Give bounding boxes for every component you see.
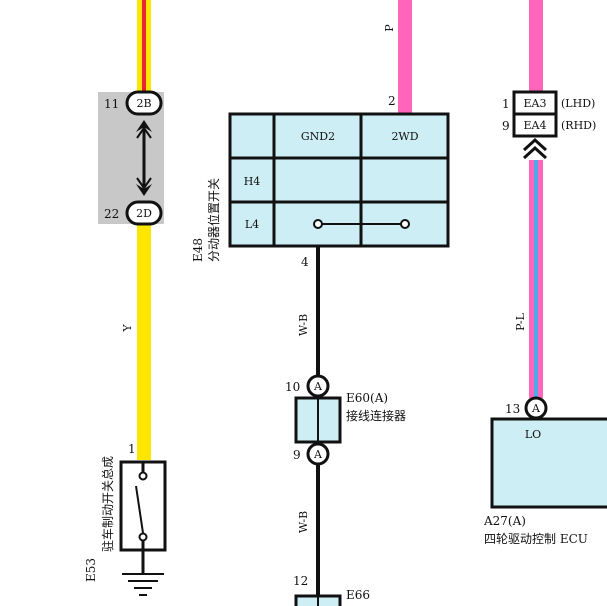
e48-row-h4: H4 bbox=[244, 175, 261, 188]
a27-terminal-letter: A bbox=[531, 402, 541, 415]
e60-terminal-bottom-letter: A bbox=[313, 448, 323, 461]
left-wire-color-label: Y bbox=[121, 324, 134, 333]
e48-pin-bottom: 4 bbox=[301, 255, 309, 269]
e53-name: 驻车制动开关总成 bbox=[100, 456, 115, 552]
top-middle-wire-color: P bbox=[383, 24, 396, 32]
e60-pin-top: 10 bbox=[285, 380, 300, 394]
connector-2d bbox=[125, 200, 163, 226]
e48-name: 分动器位置开关 bbox=[206, 178, 221, 262]
e48-switch: P 2 GND2 2WD H4 L4 E48 分动器位置开关 4 bbox=[191, 0, 450, 269]
yellow-wire-bottom bbox=[137, 224, 151, 460]
ea3-code: EA3 bbox=[524, 97, 547, 110]
ea4-note: (RHD) bbox=[561, 119, 596, 132]
ea4-box bbox=[512, 112, 558, 138]
e48-row-l4: L4 bbox=[245, 218, 259, 231]
right-wire-color-label: P-L bbox=[514, 312, 527, 331]
e60-code: E60(A) bbox=[346, 391, 388, 405]
junction-arrow-down-icon bbox=[136, 184, 152, 196]
ea4-code: EA4 bbox=[524, 119, 547, 132]
a27-box bbox=[490, 417, 607, 509]
connector-2b-pin: 11 bbox=[104, 97, 119, 111]
e60-terminal-top bbox=[306, 374, 330, 398]
connector-2d-pin: 22 bbox=[104, 207, 119, 221]
e48-l4-dot-2wd bbox=[400, 219, 410, 229]
e53-contact-top bbox=[138, 471, 148, 481]
connector-2b-code: 2B bbox=[136, 97, 151, 110]
e48-col-gnd2: GND2 bbox=[301, 130, 335, 143]
connector-2d-code: 2D bbox=[136, 207, 152, 220]
e53-switch: 1 E53 驻车制动开关总成 bbox=[84, 442, 167, 596]
e48-pin-top: 2 bbox=[388, 94, 396, 108]
right-wire-group: 1 EA3 (LHD) 9 EA4 (RHD) P-L 13 A LO A27(… bbox=[483, 0, 607, 546]
ground-icon bbox=[122, 573, 164, 596]
a27-pin: 13 bbox=[505, 402, 520, 416]
e60-terminal-top-letter: A bbox=[313, 380, 323, 393]
ea3-pin: 1 bbox=[502, 97, 510, 111]
e48-l4-dot-gnd2 bbox=[313, 219, 323, 229]
middle-wire-color-upper: W-B bbox=[297, 314, 310, 336]
e66-pin: 12 bbox=[293, 574, 308, 588]
middle-wire-group: W-B 10 A E60(A) 接线连接器 A 9 W-B 12 E66 bbox=[285, 246, 406, 606]
blue-stripe-right bbox=[534, 160, 538, 398]
e60-name: 接线连接器 bbox=[346, 408, 406, 423]
pink-wire-top bbox=[398, 0, 412, 114]
e53-switch-blade bbox=[135, 485, 144, 534]
connector-2b bbox=[125, 90, 163, 116]
ea-chevron2-icon bbox=[522, 145, 548, 160]
e53-contact-bottom bbox=[138, 532, 148, 542]
pink-wire-right-top bbox=[529, 0, 543, 92]
e48-col-2wd: 2WD bbox=[391, 130, 418, 143]
left-wire-group: 2B 11 2D 22 Y bbox=[98, 0, 164, 460]
e53-code: E53 bbox=[84, 558, 98, 582]
e66-code: E66 bbox=[346, 588, 370, 602]
a27-terminal-name: LO bbox=[525, 428, 541, 441]
middle-wire-color-lower: W-B bbox=[297, 511, 310, 533]
ea4-pin: 9 bbox=[502, 119, 510, 133]
e48-code: E48 bbox=[191, 238, 205, 262]
a27-code: A27(A) bbox=[483, 514, 526, 528]
junction-arrow-up2-icon bbox=[136, 126, 152, 139]
junction-arrow-up-icon bbox=[136, 120, 152, 132]
ea-chevron-icon bbox=[522, 137, 548, 152]
red-stripe-top bbox=[142, 0, 146, 92]
e53-pin: 1 bbox=[128, 442, 136, 456]
ea3-note: (LHD) bbox=[561, 97, 595, 110]
e60-pin-bottom: 9 bbox=[293, 448, 301, 462]
a27-name: 四轮驱动控制 ECU bbox=[484, 532, 588, 546]
junction-arrow-down2-icon bbox=[136, 177, 152, 190]
